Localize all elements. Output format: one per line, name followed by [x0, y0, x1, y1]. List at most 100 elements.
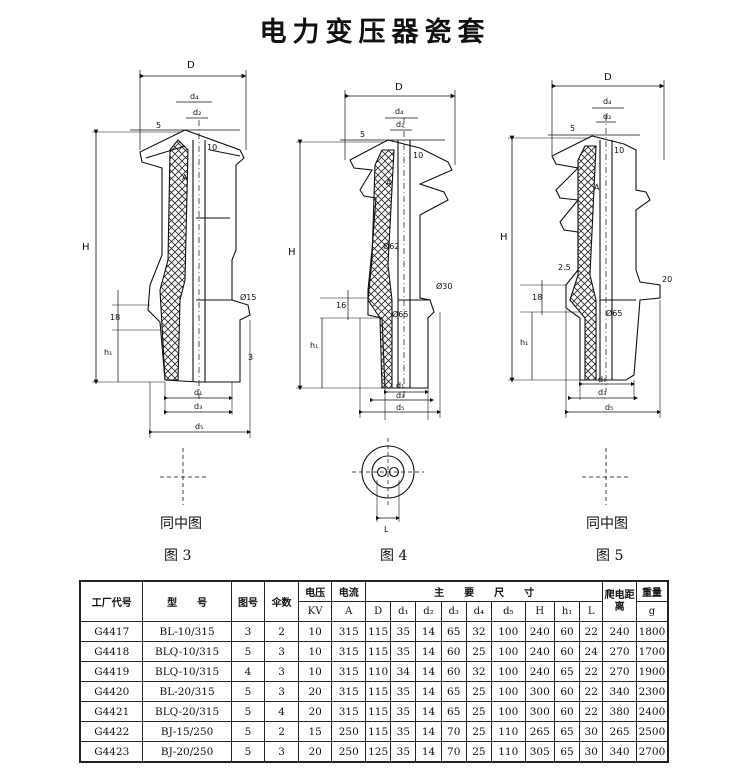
table-cell: 10 [297, 621, 333, 642]
table-cell: 35 [390, 701, 417, 722]
table-cell: 115 [365, 721, 392, 742]
table-cell: 32 [465, 621, 492, 642]
table-cell: 300 [524, 701, 555, 722]
fig4-label-d4: d₄ [395, 107, 403, 116]
table-cell: 5 [230, 701, 266, 722]
fig5-label-d2: d₂ [603, 112, 611, 121]
fig4-label-A: A [386, 178, 392, 187]
table-cell: 240 [602, 621, 637, 642]
table-cell: 115 [365, 641, 392, 662]
fig5-label-d4: d₄ [603, 97, 611, 106]
table-cell: BL-10/315 [142, 621, 232, 642]
table-cell: 270 [602, 661, 637, 682]
table-cell: 35 [390, 721, 417, 742]
fig3-label-A: A [182, 173, 188, 182]
dim-col-H: H [524, 601, 555, 622]
table-cell: 25 [465, 701, 492, 722]
table-cell: 14 [415, 741, 442, 763]
col-factory-code: 工厂代号 [79, 580, 144, 622]
table-cell: 315 [331, 681, 367, 702]
dim-col-d1: d₁ [390, 601, 417, 622]
table-cell: 2500 [635, 721, 669, 742]
fig5-label-18: 18 [532, 293, 542, 302]
table-cell: 4 [230, 661, 266, 682]
fig4-label-dia30: Ø30 [436, 281, 452, 291]
table-cell: BL-20/315 [142, 681, 232, 702]
table-cell: 65 [553, 741, 581, 763]
table-cell: 65 [553, 721, 581, 742]
unit-weight: g [635, 601, 669, 622]
table-cell: 100 [490, 661, 526, 682]
fig4-label-d5: d₅ [396, 403, 404, 412]
table-cell: 20 [297, 681, 333, 702]
fig4-label-D: D [395, 82, 403, 93]
table-cell: 1900 [635, 661, 669, 682]
fig5-label-10: 10 [614, 146, 624, 155]
table-cell: 315 [331, 641, 367, 662]
fig4-label-16: 16 [336, 301, 346, 310]
fig3-label-d4: d₄ [190, 92, 198, 101]
table-cell: 22 [579, 621, 604, 642]
fig3-label-18: 18 [110, 313, 120, 322]
table-cell: BLQ-20/315 [142, 701, 232, 722]
fig5-label-d5: d₅ [605, 403, 613, 412]
fig4-label-dia62: Ø62 [383, 241, 399, 251]
table-cell: 100 [490, 701, 526, 722]
table-cell: 35 [390, 621, 417, 642]
fig5-subcaption: 同中图 [586, 516, 628, 532]
fig3-label-5: 5 [156, 121, 161, 130]
table-cell: 20 [297, 741, 333, 763]
table-header-row: 工厂代号 型 号 图号 伞数 电压 电流 主 要 尺 寸 爬电距离 重量 [79, 580, 669, 622]
fig4-label-H: H [288, 247, 296, 258]
table-cell: 340 [602, 741, 637, 763]
fig5-label-A: A [594, 183, 600, 192]
table-cell: 14 [415, 641, 442, 662]
table-cell: G4423 [79, 741, 144, 763]
fig5-label-h1: h₁ [520, 338, 528, 347]
col-weight: 重量 [635, 580, 669, 602]
table-cell: G4419 [79, 661, 144, 682]
fig4-caption: 图 4 [380, 548, 407, 564]
table-cell: 60 [553, 701, 581, 722]
table-cell: 5 [230, 641, 266, 662]
table-cell: 3 [264, 681, 299, 702]
fig3-label-D: D [187, 60, 195, 71]
table-cell: 3 [230, 621, 266, 642]
table-cell: 110 [490, 721, 526, 742]
table-cell: 34 [390, 661, 417, 682]
fig5-label-2-5: 2.5 [558, 263, 571, 272]
table-cell: 380 [602, 701, 637, 722]
figure-5-drawing [508, 80, 665, 505]
unit-current: A [331, 601, 367, 622]
table-cell: 5 [230, 741, 266, 763]
table-cell: 14 [415, 661, 442, 682]
fig5-label-d1: d₁ [598, 375, 606, 384]
table-cell: 70 [440, 721, 467, 742]
table-cell: G4422 [79, 721, 144, 742]
table-cell: 2300 [635, 681, 669, 702]
fig4-label-5: 5 [360, 130, 365, 139]
table-cell: 115 [365, 701, 392, 722]
fig3-caption: 图 3 [164, 548, 191, 564]
fig3-label-H: H [82, 242, 90, 253]
table-cell: 65 [440, 681, 467, 702]
fig3-label-d1: d₁ [194, 388, 202, 397]
fig3-label-3: 3 [248, 353, 253, 362]
table-cell: 315 [331, 661, 367, 682]
table-cell: 125 [365, 741, 392, 763]
table-cell: 35 [390, 641, 417, 662]
col-model: 型 号 [142, 580, 232, 622]
table-cell: 24 [579, 641, 604, 662]
table-cell: 115 [365, 681, 392, 702]
col-shed-count: 伞数 [264, 580, 299, 622]
table-cell: 25 [465, 721, 492, 742]
table-cell: 65 [440, 621, 467, 642]
table-cell: 60 [440, 641, 467, 662]
table-cell: 250 [331, 741, 367, 763]
